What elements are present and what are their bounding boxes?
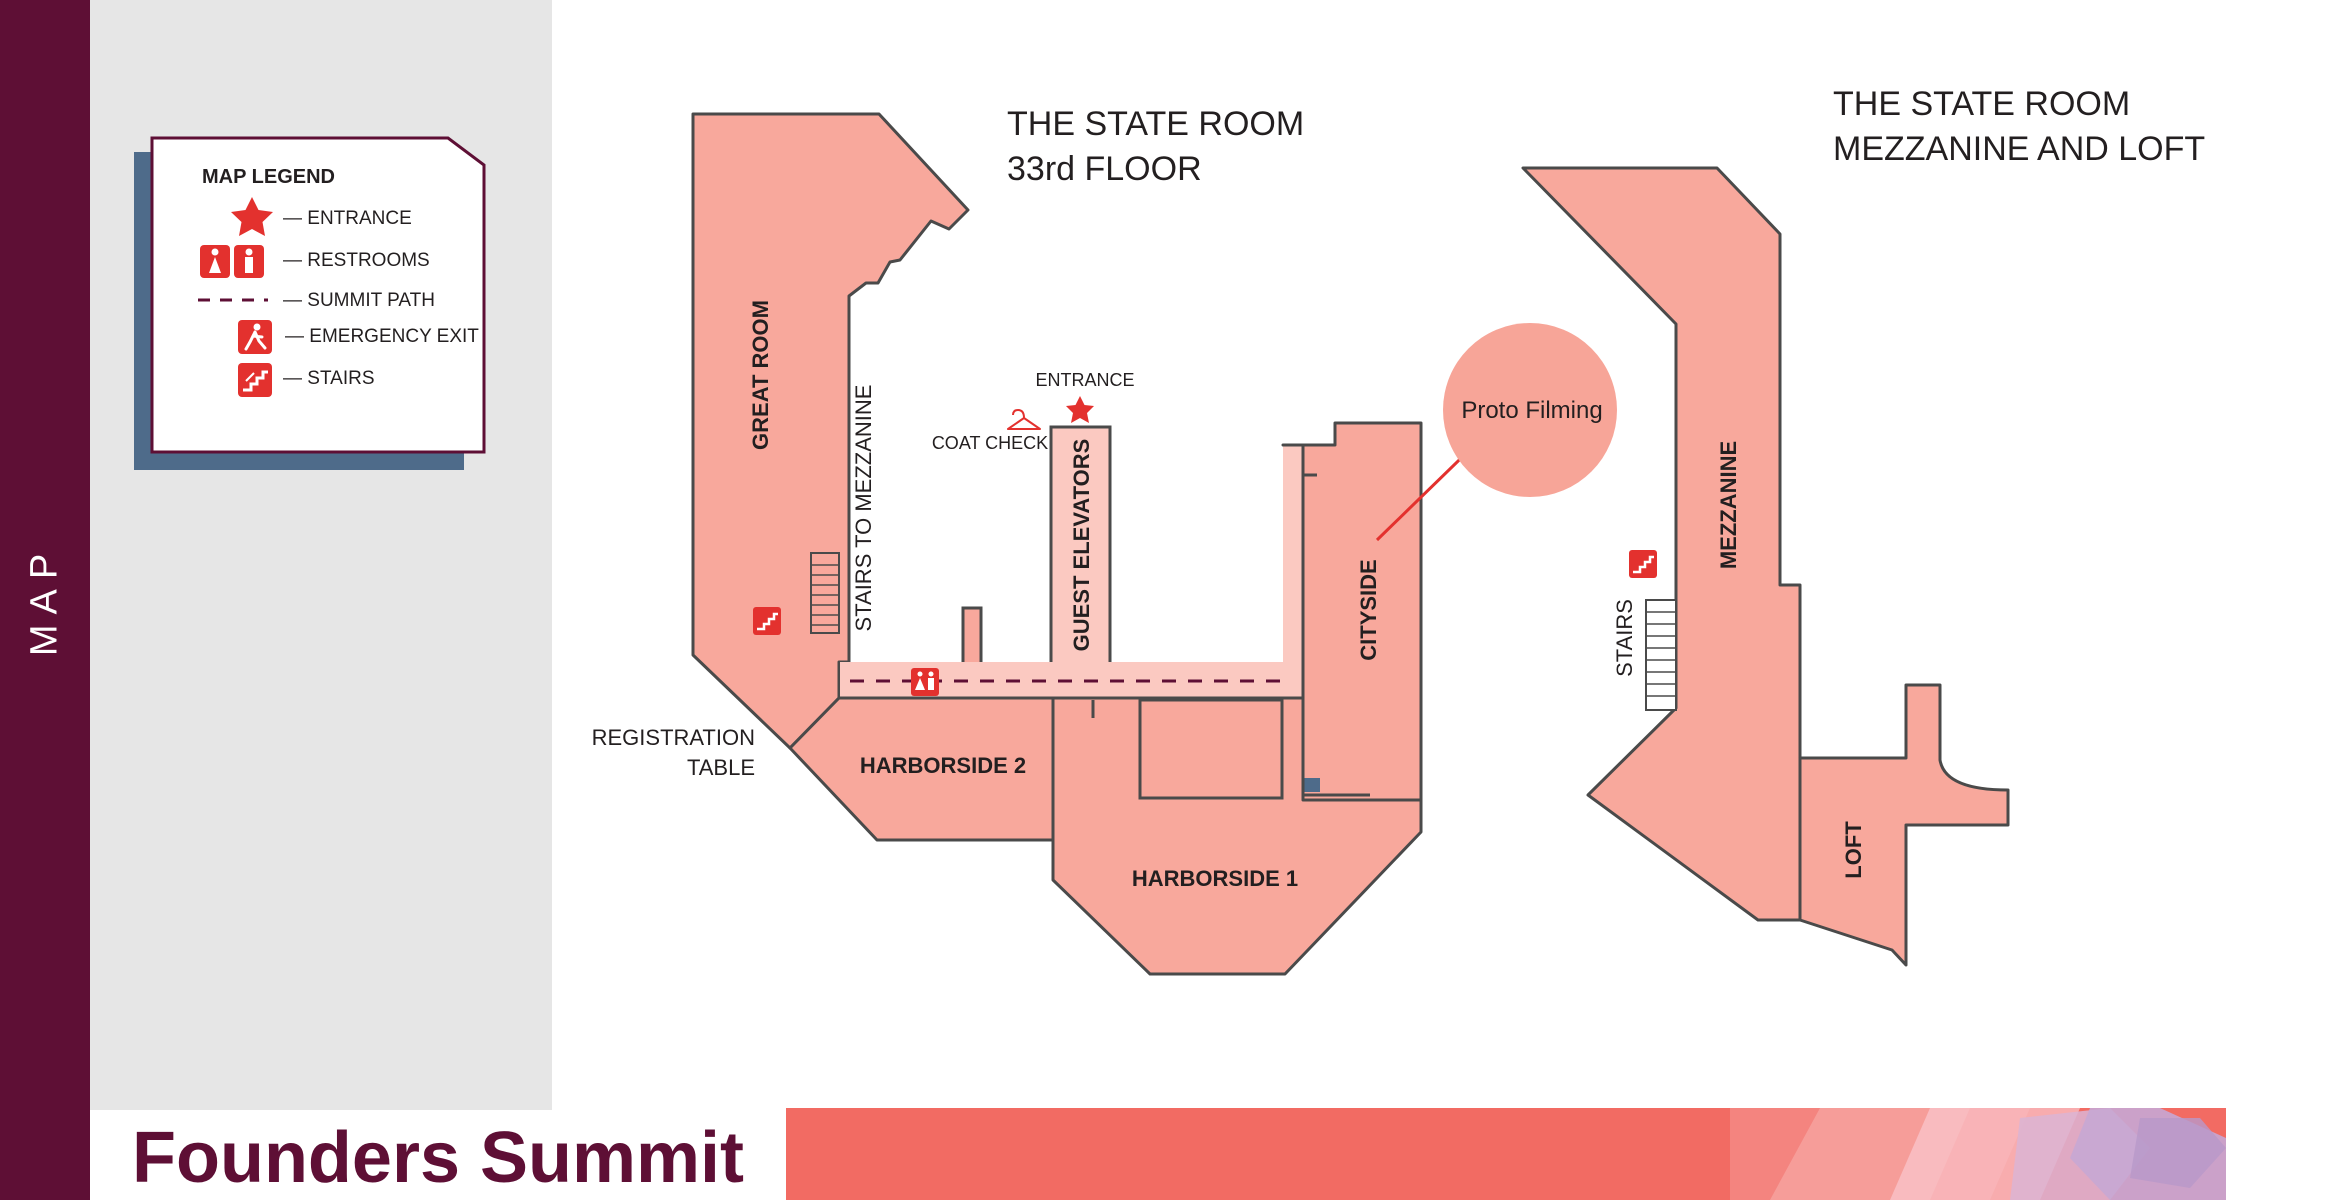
proto-filming-callout[interactable] [1443,323,1617,497]
stairs-icon [238,363,272,397]
room-harborside-1[interactable] [1051,696,1423,976]
coat-hanger-icon [1007,409,1041,430]
stairs-icon [1629,550,1657,578]
legend-title: MAP LEGEND [202,166,335,188]
great-room-label: GREAT ROOM [748,300,773,450]
guest-elevators-label: GUEST ELEVATORS [1069,439,1094,652]
map-legend: MAP LEGEND — ENTRANCE — RESTROOMS — SUMM… [134,136,486,470]
room-guest-elevators[interactable] [1049,425,1112,662]
legend-entrance-label: — ENTRANCE [283,208,412,229]
restroom-icon [200,245,264,278]
star-icon [231,197,273,236]
cityside-fixture [1302,778,1320,792]
mezzanine-label: MEZZANINE [1716,441,1741,569]
registration-label-line1: REGISTRATION [592,725,755,750]
harborside-1-label: HARBORSIDE 1 [1132,866,1298,891]
legend-emergency-exit-label: — EMERGENCY EXIT [285,326,479,347]
coat-check-label: COAT CHECK [932,433,1048,453]
restroom-icon [911,668,939,696]
room-mezzanine[interactable] [1521,166,1802,922]
footer-title: Founders Summit [132,1118,745,1198]
room-loft[interactable] [1798,683,2010,967]
legend-card [150,136,486,454]
floor-33-title-line1: THE STATE ROOM [1007,105,1304,143]
footer-decoration [1730,1108,2226,1200]
floor-33-plan: THE STATE ROOM 33rd FLOOR [592,105,1617,976]
harborside-2-label: HARBORSIDE 2 [860,753,1026,778]
side-bar: MAP [0,0,90,1200]
mezzanine-title-line1: THE STATE ROOM [1833,85,2130,123]
proto-filming-label: Proto Filming [1461,397,1602,424]
emergency-exit-icon [238,320,272,354]
registration-label-line2: TABLE [687,755,755,780]
stairs-icon [753,607,781,635]
mezzanine-stairs [1645,599,1677,711]
stairs-to-mezzanine-label: STAIRS TO MEZZANINE [851,385,876,632]
star-icon [1066,396,1094,423]
mezzanine-title-line2: MEZZANINE AND LOFT [1833,130,2205,168]
legend-restrooms-label: — RESTROOMS [283,250,430,271]
entrance-label: ENTRANCE [1035,370,1134,390]
room-great-room[interactable] [691,112,970,750]
great-room-stairs [810,552,840,634]
cityside-label: CITYSIDE [1356,559,1381,660]
harborside-1-inner-room [1091,698,1284,800]
loft-label: LOFT [1841,821,1866,879]
floor-33-title-line2: 33rd FLOOR [1007,150,1202,188]
legend-summit-path-label: — SUMMIT PATH [283,290,435,311]
mezzanine-stairs-label: STAIRS [1612,599,1637,677]
legend-stairs-label: — STAIRS [283,368,375,389]
alcove [961,606,983,662]
mezzanine-plan: THE STATE ROOM MEZZANINE AND LOFT MEZZAN… [1521,85,2205,967]
